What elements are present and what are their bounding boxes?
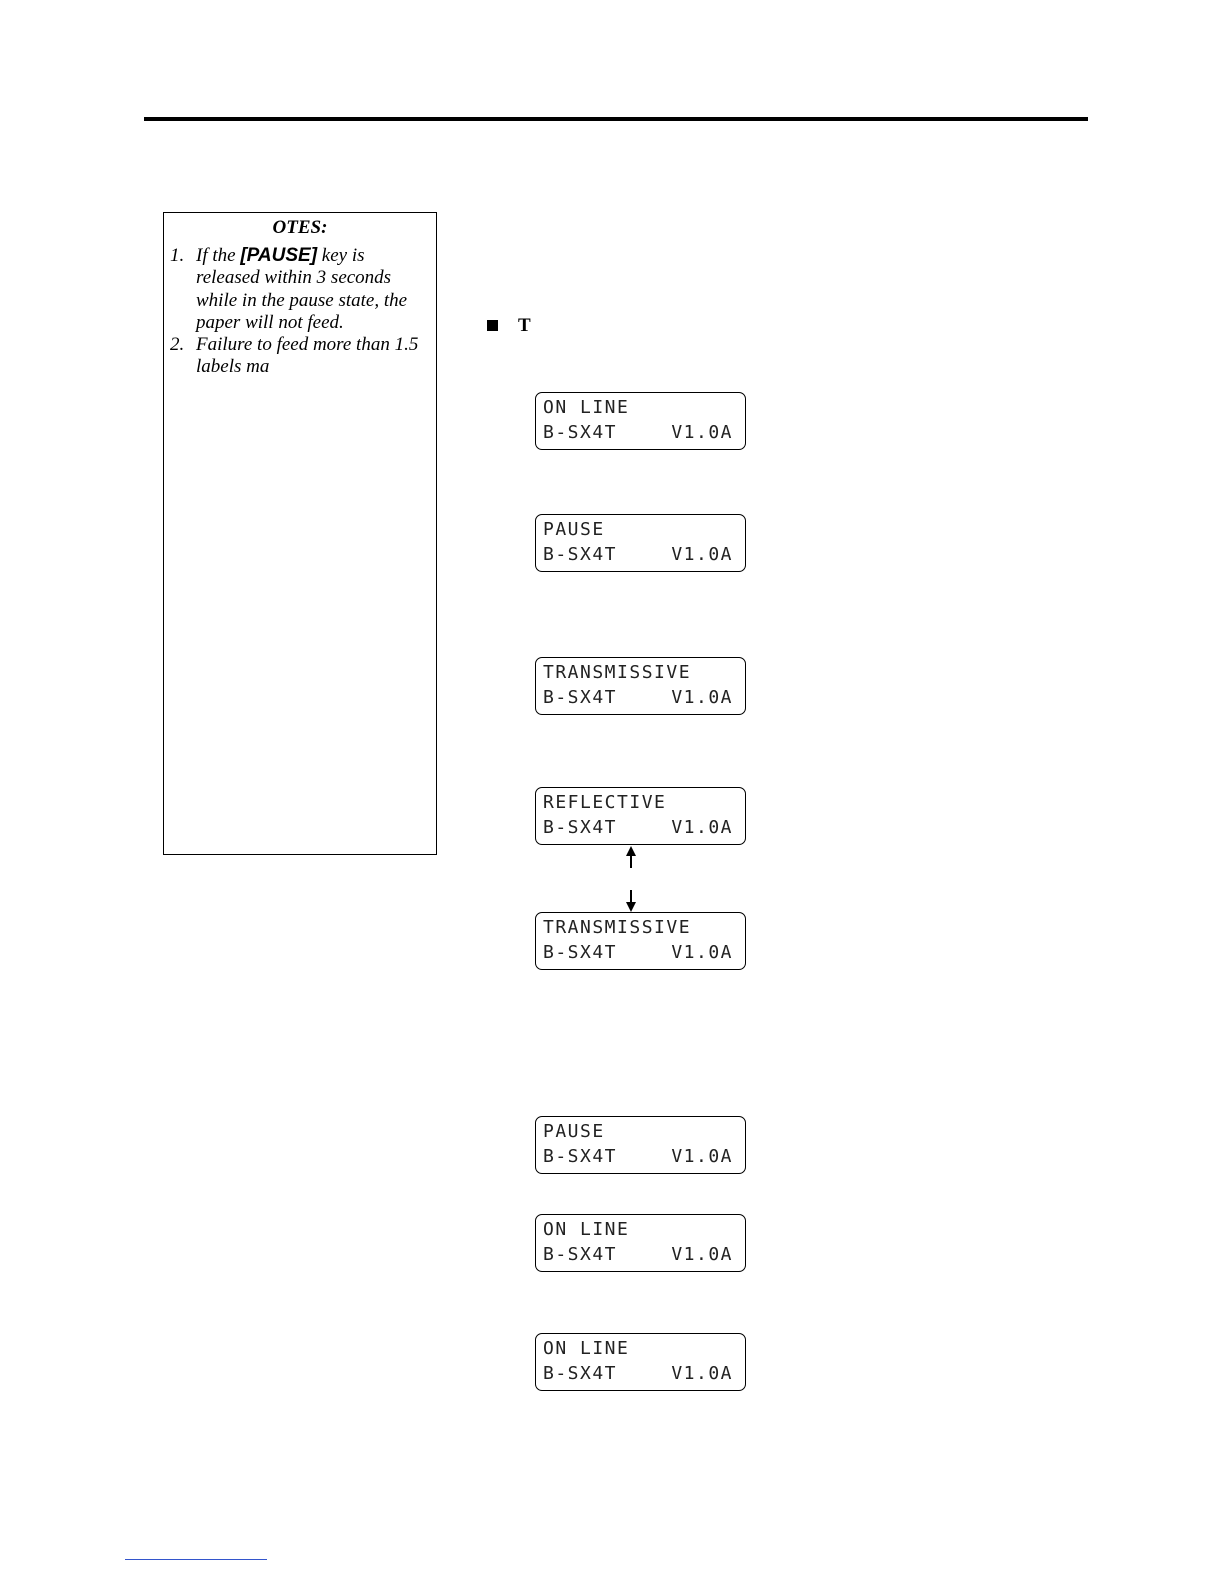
note-text: Failure to feed more than 1.5 labels ma	[196, 334, 419, 378]
notes-title: OTES:	[272, 217, 328, 238]
lcd-version: V1.0A	[671, 687, 733, 708]
lcd-status: ON LINE	[543, 1338, 630, 1359]
arrow-up-icon	[626, 846, 636, 868]
lcd-status: TRANSMISSIVE	[543, 662, 692, 683]
lcd-display-5: TRANSMISSIVE B-SX4T V1.0A	[535, 912, 746, 970]
note-text-before: If the	[196, 245, 241, 266]
lcd-status: REFLECTIVE	[543, 792, 667, 813]
lcd-model: B-SX4T	[543, 687, 618, 708]
lcd-status: PAUSE	[543, 519, 605, 540]
lcd-display-2: PAUSE B-SX4T V1.0A	[535, 514, 746, 572]
lcd-version: V1.0A	[671, 544, 733, 565]
lcd-status: ON LINE	[543, 1219, 630, 1240]
lcd-display-1: ON LINE B-SX4T V1.0A	[535, 392, 746, 450]
lcd-display-4: REFLECTIVE B-SX4T V1.0A	[535, 787, 746, 845]
lcd-status: ON LINE	[543, 397, 630, 418]
note-text: If the [PAUSE] key is released within 3 …	[196, 245, 430, 334]
lcd-display-7: ON LINE B-SX4T V1.0A	[535, 1214, 746, 1272]
note-text-after: key is released within 3 seconds while i…	[196, 245, 408, 333]
lcd-display-3: TRANSMISSIVE B-SX4T V1.0A	[535, 657, 746, 715]
note-number: 2.	[170, 334, 185, 355]
lcd-version: V1.0A	[671, 1363, 733, 1384]
note-number: 1.	[170, 245, 185, 266]
lcd-version: V1.0A	[671, 422, 733, 443]
lcd-model: B-SX4T	[543, 544, 618, 565]
footer-link-underline	[125, 1559, 267, 1560]
square-bullet-icon	[487, 320, 498, 331]
pause-key-label: [PAUSE]	[240, 245, 318, 266]
lcd-model: B-SX4T	[543, 422, 618, 443]
lcd-model: B-SX4T	[543, 1363, 618, 1384]
note-item-1: 1. If the [PAUSE] key is released within…	[170, 245, 430, 334]
lcd-version: V1.0A	[671, 942, 733, 963]
lcd-model: B-SX4T	[543, 942, 618, 963]
lcd-version: V1.0A	[671, 1146, 733, 1167]
lcd-model: B-SX4T	[543, 817, 618, 838]
lcd-display-8: ON LINE B-SX4T V1.0A	[535, 1333, 746, 1391]
note-item-2: 2. Failure to feed more than 1.5 labels …	[170, 334, 430, 379]
lcd-status: TRANSMISSIVE	[543, 917, 692, 938]
section-heading: T	[518, 315, 531, 336]
header-rule	[144, 117, 1088, 121]
lcd-version: V1.0A	[671, 1244, 733, 1265]
notes-box: OTES: 1. If the [PAUSE] key is released …	[163, 212, 437, 855]
lcd-model: B-SX4T	[543, 1244, 618, 1265]
arrow-down-icon	[626, 890, 636, 912]
lcd-version: V1.0A	[671, 817, 733, 838]
lcd-display-6: PAUSE B-SX4T V1.0A	[535, 1116, 746, 1174]
lcd-status: PAUSE	[543, 1121, 605, 1142]
lcd-model: B-SX4T	[543, 1146, 618, 1167]
